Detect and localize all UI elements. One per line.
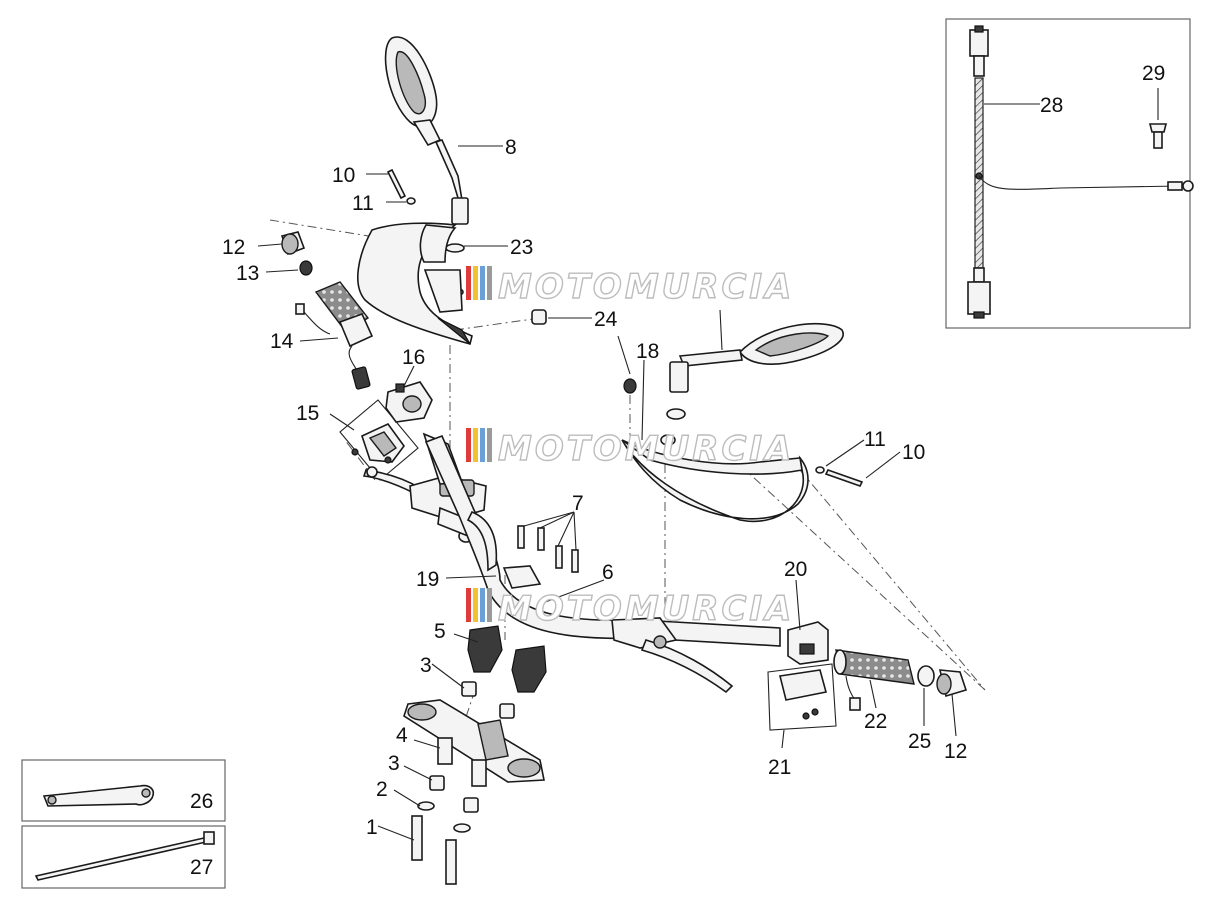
screws-7 [517, 525, 579, 573]
upper-triple-clamp [403, 699, 545, 783]
bolt-1 [411, 815, 457, 885]
left-switch-assembly [385, 381, 433, 423]
screw-10-right [824, 469, 864, 487]
callout-2: 2 [376, 778, 388, 801]
leader-lines [257, 88, 1159, 841]
callout-21: 21 [768, 756, 791, 779]
left-hand-guard [357, 222, 473, 345]
callout-22: 22 [864, 710, 887, 733]
callout-12-right: 12 [944, 740, 967, 763]
bush-3-lower [429, 775, 479, 813]
switch-housing-21 [767, 663, 837, 731]
callout-26: 26 [190, 790, 213, 813]
right-lever-assembly [611, 617, 734, 694]
bar-end-weight-left [280, 231, 306, 256]
callout-10-left: 10 [332, 164, 355, 187]
callout-11-right: 11 [864, 428, 886, 451]
callout-18: 18 [636, 340, 659, 363]
callout-6: 6 [602, 561, 614, 584]
spacer-13-left [299, 260, 313, 276]
callout-3-upper: 3 [420, 654, 432, 677]
callout-15: 15 [296, 402, 319, 425]
bush-3-upper [461, 681, 515, 719]
callout-28: 28 [1040, 94, 1063, 117]
callout-29: 29 [1142, 62, 1165, 85]
left-grip [295, 281, 374, 390]
callout-1: 1 [366, 816, 378, 839]
washer-11-left [406, 197, 416, 205]
riser-5 [467, 625, 547, 693]
callout-16: 16 [402, 346, 425, 369]
watermark-middle: MOTOMURCIA [466, 428, 794, 470]
callout-10-right: 10 [902, 441, 925, 464]
callout-3-lower: 3 [388, 752, 400, 775]
left-mirror [384, 36, 469, 225]
box-27 [21, 825, 226, 889]
callout-8: 8 [505, 136, 517, 159]
callout-23: 23 [510, 236, 533, 259]
callout-11-left: 11 [352, 192, 374, 215]
right-switch-20 [787, 621, 829, 665]
handlebar [424, 434, 781, 647]
callout-labels: 8 10 11 12 13 23 14 24 16 18 15 11 10 7 … [190, 62, 1165, 879]
spacer-25-right [917, 665, 935, 687]
right-mirror [666, 322, 844, 420]
watermark-bottom: MOTOMURCIA [466, 588, 794, 630]
svg-text:MOTOMURCIA: MOTOMURCIA [498, 429, 794, 469]
bar-end-weight-right [936, 669, 968, 698]
svg-text:MOTOMURCIA: MOTOMURCIA [498, 589, 794, 629]
nut-24 [531, 309, 547, 325]
screw-29 [1148, 123, 1168, 149]
washer-2 [417, 801, 471, 833]
callout-25: 25 [908, 730, 931, 753]
callout-27: 27 [190, 856, 213, 879]
callout-14: 14 [270, 330, 294, 353]
box-26 [21, 759, 226, 822]
switch-housing-15 [339, 399, 419, 481]
box-wiring-harness [945, 18, 1194, 329]
clamp-6 [502, 565, 542, 589]
callout-13: 13 [236, 262, 259, 285]
right-grip [833, 649, 915, 711]
screw-10-left [386, 168, 407, 200]
callout-19: 19 [416, 568, 439, 591]
callout-4: 4 [396, 724, 408, 747]
washer-11-right [815, 466, 825, 474]
callout-20: 20 [784, 558, 807, 581]
callout-7: 7 [572, 492, 584, 515]
spacer-4 [437, 737, 487, 787]
watermark-top: MOTOMURCIA [466, 266, 794, 308]
callout-24: 24 [594, 308, 618, 331]
svg-text:MOTOMURCIA: MOTOMURCIA [498, 267, 794, 307]
right-hand-guard [621, 378, 809, 523]
callout-12-left: 12 [222, 236, 245, 259]
callout-5: 5 [434, 620, 446, 643]
